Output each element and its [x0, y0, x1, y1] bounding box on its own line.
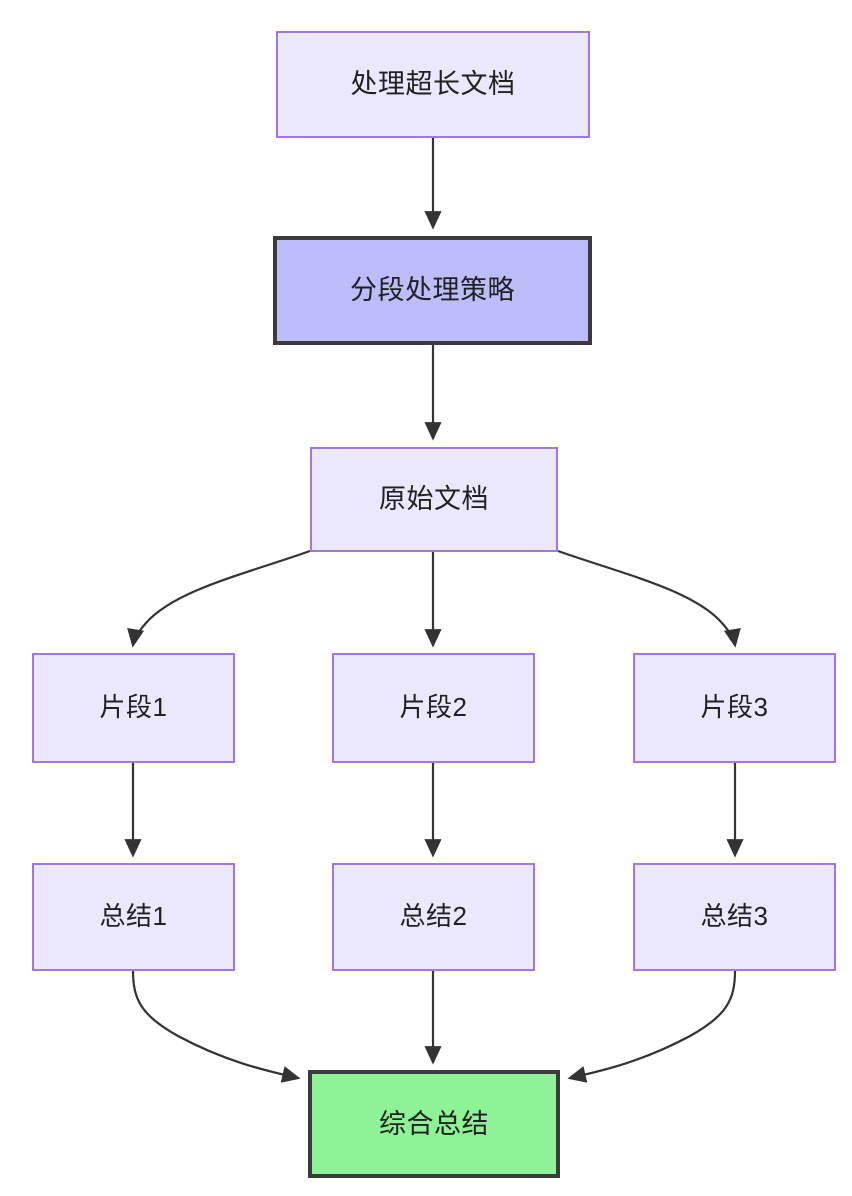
node-summary-1[interactable]: 总结1: [32, 863, 235, 971]
node-final-summary[interactable]: 综合总结: [308, 1070, 560, 1178]
node-chunk-1[interactable]: 片段1: [32, 653, 235, 763]
node-root[interactable]: 处理超长文档: [276, 31, 590, 138]
edge-source-to-chunk3: [557, 549, 741, 648]
node-summary-1-label: 总结1: [99, 901, 168, 932]
node-source-document-label: 原始文档: [379, 484, 489, 515]
node-strategy-label: 分段处理策略: [350, 275, 515, 306]
node-chunk-3[interactable]: 片段3: [633, 653, 836, 763]
node-chunk-3-label: 片段3: [700, 692, 769, 723]
node-summary-3[interactable]: 总结3: [633, 863, 836, 971]
node-chunk-2[interactable]: 片段2: [332, 653, 535, 763]
node-final-summary-label: 综合总结: [379, 1108, 489, 1139]
node-source-document[interactable]: 原始文档: [310, 447, 558, 552]
edge-summary3-to-final: [567, 970, 737, 1083]
node-summary-2-label: 总结2: [399, 901, 468, 932]
node-root-label: 处理超长文档: [350, 69, 516, 100]
edge-summary1-to-final: [131, 970, 301, 1083]
node-summary-3-label: 总结3: [700, 901, 769, 932]
node-strategy[interactable]: 分段处理策略: [273, 236, 592, 345]
node-chunk-1-label: 片段1: [99, 692, 168, 723]
edge-source-to-chunk1: [127, 549, 311, 648]
node-chunk-2-label: 片段2: [399, 692, 468, 723]
node-summary-2[interactable]: 总结2: [332, 863, 535, 971]
